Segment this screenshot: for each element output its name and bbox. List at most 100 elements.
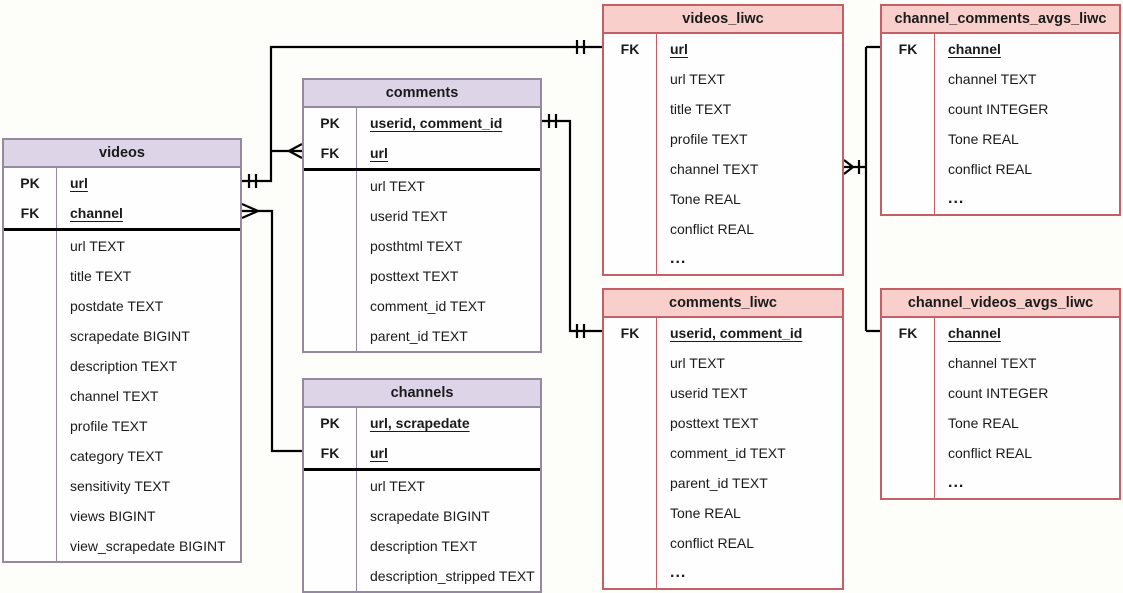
table-row: posttext TEXT <box>304 261 540 291</box>
table-row: url TEXT <box>604 64 842 94</box>
key-tag-cell <box>604 64 657 94</box>
table-title: videos_liwc <box>604 6 842 34</box>
key-tag-cell <box>304 531 357 561</box>
table-row: view_scrapedate BIGINT <box>4 531 240 561</box>
field-name: posttext TEXT <box>670 415 759 431</box>
key-tag-cell <box>4 321 57 351</box>
rel-videosliwc-channel-many-one-marker <box>843 159 861 175</box>
table-row: channel TEXT <box>4 381 240 411</box>
key-tag-cell: FK <box>882 34 935 64</box>
field-name: userid TEXT <box>370 208 448 224</box>
field-name: scrapedate BIGINT <box>370 508 490 524</box>
key-tag-cell <box>304 321 357 351</box>
key-tag-cell <box>604 528 657 558</box>
table-row: conflict REAL <box>882 438 1119 468</box>
rel-videosliwc-url-exactly-one-marker <box>575 40 586 54</box>
field-name: userid, comment_id <box>670 325 803 341</box>
table-row: url TEXT <box>604 348 842 378</box>
table-row: parent_id TEXT <box>304 321 540 351</box>
key-tag-cell <box>882 438 935 468</box>
field-name: conflict REAL <box>948 161 1033 177</box>
field-name: count INTEGER <box>948 101 1049 117</box>
field-name: ... <box>670 250 687 267</box>
key-tag-cell <box>604 378 657 408</box>
field-name: conflict REAL <box>670 221 755 237</box>
table-row: scrapedate BIGINT <box>4 321 240 351</box>
key-tag-cell <box>304 561 357 591</box>
table-row: count INTEGER <box>882 378 1119 408</box>
key-tag-cell <box>882 154 935 184</box>
field-name: description_stripped TEXT <box>370 568 535 584</box>
field-name: url, scrapedate <box>370 415 470 431</box>
key-tag-cell <box>604 438 657 468</box>
table-row: category TEXT <box>4 441 240 471</box>
table-row: views BIGINT <box>4 501 240 531</box>
table-title: comments <box>304 80 540 108</box>
key-tag-cell <box>4 501 57 531</box>
field-name: view_scrapedate BIGINT <box>70 538 226 554</box>
field-name: channel <box>70 205 123 221</box>
key-tag-cell: PK <box>304 408 357 438</box>
field-name: Tone REAL <box>948 131 1019 147</box>
field-name: url TEXT <box>370 478 425 494</box>
field-name: profile TEXT <box>70 418 148 434</box>
rel-commentsliwc-key-exactly-one-marker <box>575 324 586 338</box>
key-tag-cell <box>4 351 57 381</box>
rel-comments-key-exactly-one-marker <box>547 114 558 128</box>
table-row: channel TEXT <box>604 154 842 184</box>
key-tag-cell <box>304 201 357 231</box>
field-name: channel <box>948 325 1001 341</box>
field-name: url TEXT <box>70 238 125 254</box>
table-row: Tone REAL <box>604 184 842 214</box>
table-row: profile TEXT <box>604 124 842 154</box>
field-name: conflict REAL <box>948 445 1033 461</box>
field-name: category TEXT <box>70 448 164 464</box>
key-tag-cell <box>4 531 57 561</box>
table-row: scrapedate BIGINT <box>304 501 540 531</box>
table-row: Tone REAL <box>882 408 1119 438</box>
key-tag-cell <box>882 348 935 378</box>
field-name: scrapedate BIGINT <box>70 328 190 344</box>
rel-comments-commentsliwc-line <box>542 119 602 333</box>
key-tag-cell <box>604 468 657 498</box>
field-name: description TEXT <box>70 358 178 374</box>
key-tag-cell <box>604 408 657 438</box>
table-row: comment_id TEXT <box>604 438 842 468</box>
rel-videos-channel-many-marker <box>241 202 259 220</box>
field-name: parent_id TEXT <box>670 475 768 491</box>
table-row: ... <box>882 468 1119 498</box>
field-name: ... <box>670 564 687 581</box>
table-title: videos <box>4 140 240 168</box>
table-row: Tone REAL <box>604 498 842 528</box>
table-row: channel TEXT <box>882 348 1119 378</box>
field-name: url <box>370 445 388 461</box>
table-row: posthtml TEXT <box>304 231 540 261</box>
key-tag-cell <box>882 64 935 94</box>
table-row: channel TEXT <box>882 64 1119 94</box>
field-name: channel TEXT <box>670 161 759 177</box>
table-row: profile TEXT <box>4 411 240 441</box>
table-row: count INTEGER <box>882 94 1119 124</box>
field-name: posthtml TEXT <box>370 238 463 254</box>
field-name: title TEXT <box>70 268 132 284</box>
field-name: Tone REAL <box>670 505 741 521</box>
field-name: url TEXT <box>670 355 725 371</box>
key-tag-cell <box>604 124 657 154</box>
table-row: conflict REAL <box>882 154 1119 184</box>
table-row: conflict REAL <box>604 528 842 558</box>
field-name: parent_id TEXT <box>370 328 468 344</box>
field-name: url TEXT <box>370 178 425 194</box>
table-row: ... <box>604 244 842 274</box>
table-row: posttext TEXT <box>604 408 842 438</box>
rel-videos-url-exactly-one-marker <box>247 174 258 188</box>
table-row: conflict REAL <box>604 214 842 244</box>
key-tag-cell: FK <box>4 198 57 228</box>
key-tag-cell <box>882 124 935 154</box>
table-row: userid TEXT <box>304 201 540 231</box>
